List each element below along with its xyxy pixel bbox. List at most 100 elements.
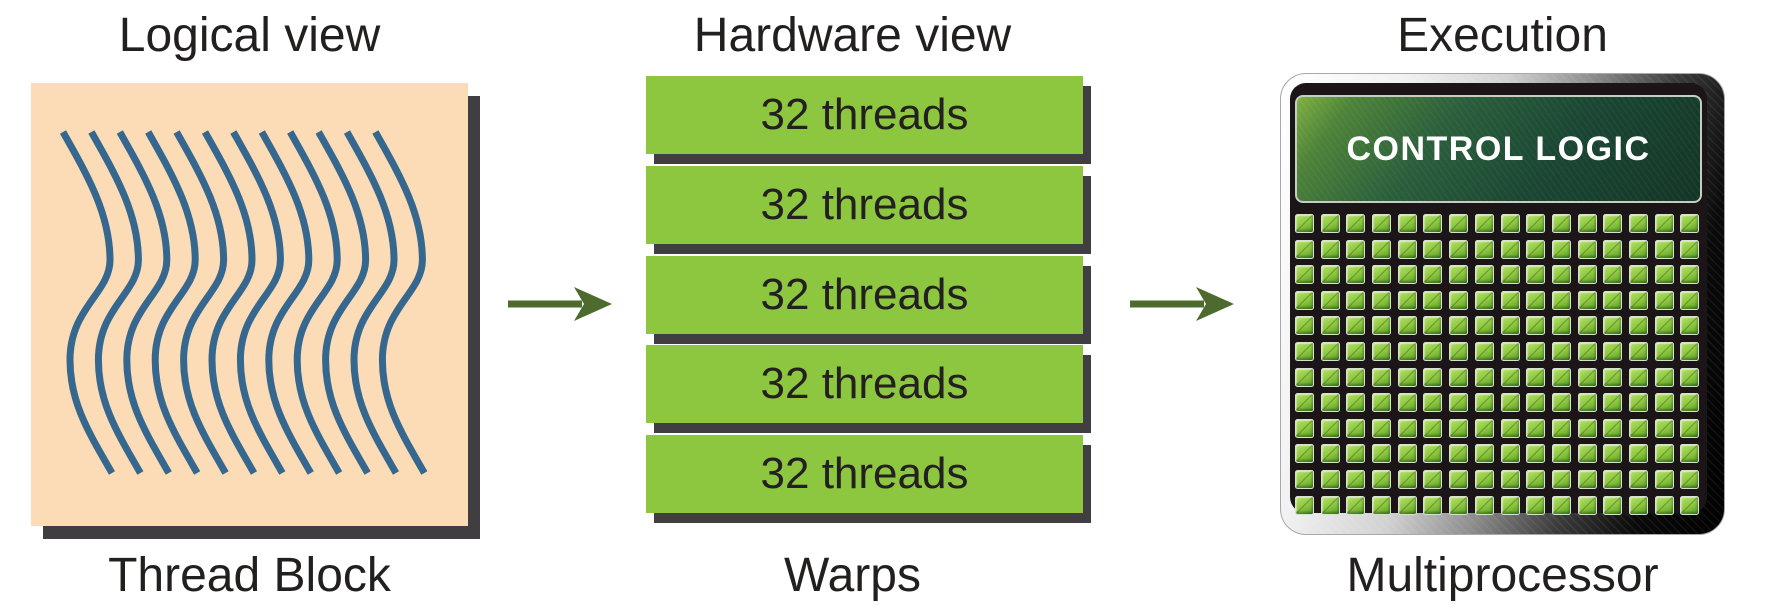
core-cell (1320, 214, 1340, 233)
core-cell (1320, 469, 1340, 489)
core-cell (1423, 393, 1443, 413)
core-cell (1295, 495, 1314, 515)
core-cell (1577, 316, 1597, 336)
core-cell (1603, 265, 1623, 285)
core-cell (1526, 469, 1546, 489)
core-cell (1603, 393, 1623, 413)
core-cell (1320, 444, 1340, 464)
core-cell (1397, 469, 1417, 489)
core-cell (1397, 265, 1417, 285)
core-cell (1500, 495, 1520, 515)
core-cell (1295, 444, 1314, 464)
core-cell (1346, 341, 1366, 361)
core-cell (1551, 214, 1571, 233)
core-cell (1474, 444, 1494, 464)
core-cell (1577, 239, 1597, 259)
core-cell (1603, 367, 1623, 387)
thread-line (230, 130, 286, 475)
core-cell (1628, 367, 1648, 387)
core-cell (1372, 214, 1392, 233)
core-cell (1577, 214, 1597, 233)
core-cell (1423, 469, 1443, 489)
core-cell (1654, 239, 1674, 259)
core-cell (1320, 495, 1340, 515)
core-cell (1346, 239, 1366, 259)
execution-title: Execution (1397, 9, 1608, 62)
core-cell (1680, 265, 1700, 285)
core-cell (1577, 393, 1597, 413)
core-cell (1320, 316, 1340, 336)
control-logic-label: CONTROL LOGIC (1346, 130, 1651, 168)
core-cell (1654, 290, 1674, 310)
core-cell (1628, 393, 1648, 413)
core-cell (1346, 495, 1366, 515)
core-cell (1577, 367, 1597, 387)
thread-line (258, 130, 314, 475)
core-cell (1628, 316, 1648, 336)
core-cell (1577, 418, 1597, 438)
core-cell (1680, 444, 1700, 464)
core-cell (1423, 367, 1443, 387)
arrow-right-icon (1130, 287, 1234, 321)
core-cell (1346, 444, 1366, 464)
core-cell (1474, 214, 1494, 233)
core-cell (1372, 265, 1392, 285)
core-cell (1577, 495, 1597, 515)
core-cell (1320, 393, 1340, 413)
core-cell (1449, 367, 1469, 387)
core-cell (1372, 367, 1392, 387)
core-cell (1423, 290, 1443, 310)
core-cell (1500, 239, 1520, 259)
core-cell (1628, 341, 1648, 361)
thread-line (343, 130, 400, 475)
core-cell (1654, 341, 1674, 361)
core-cell (1423, 265, 1443, 285)
core-cell (1577, 341, 1597, 361)
thread-block-box (31, 83, 468, 526)
core-cell (1654, 418, 1674, 438)
core-cell (1474, 469, 1494, 489)
core-cell (1603, 418, 1623, 438)
core-cell (1551, 418, 1571, 438)
core-cell (1474, 367, 1494, 387)
core-cell (1654, 214, 1674, 233)
core-cell (1628, 290, 1648, 310)
core-cell (1500, 214, 1520, 233)
core-cell (1680, 393, 1700, 413)
core-cell (1397, 367, 1417, 387)
core-cell (1654, 316, 1674, 336)
core-cell (1397, 418, 1417, 438)
core-cell (1577, 290, 1597, 310)
core-cell (1423, 495, 1443, 515)
core-cell (1628, 418, 1648, 438)
multiprocessor-chip: CONTROL LOGIC (1280, 73, 1725, 535)
core-cell (1346, 469, 1366, 489)
core-cell (1680, 290, 1700, 310)
warp-bar: 32 threads (646, 435, 1083, 513)
core-cell (1680, 341, 1700, 361)
core-cell (1397, 239, 1417, 259)
core-cell (1628, 469, 1648, 489)
core-cell (1372, 469, 1392, 489)
core-cell (1551, 469, 1571, 489)
core-cell (1500, 393, 1520, 413)
core-cell (1526, 316, 1546, 336)
core-cell (1346, 290, 1366, 310)
core-cell (1346, 316, 1366, 336)
warp-bar: 32 threads (646, 255, 1083, 334)
thread-line (287, 130, 343, 475)
core-cell (1449, 444, 1469, 464)
core-cell (1397, 444, 1417, 464)
thread-line (59, 130, 116, 475)
core-cell (1526, 418, 1546, 438)
core-cell (1603, 214, 1623, 233)
core-cell (1654, 444, 1674, 464)
core-cell (1577, 469, 1597, 489)
thread-line (145, 130, 201, 475)
core-cell (1474, 495, 1494, 515)
core-cell (1603, 341, 1623, 361)
core-cell (1320, 367, 1340, 387)
core-cell (1526, 265, 1546, 285)
